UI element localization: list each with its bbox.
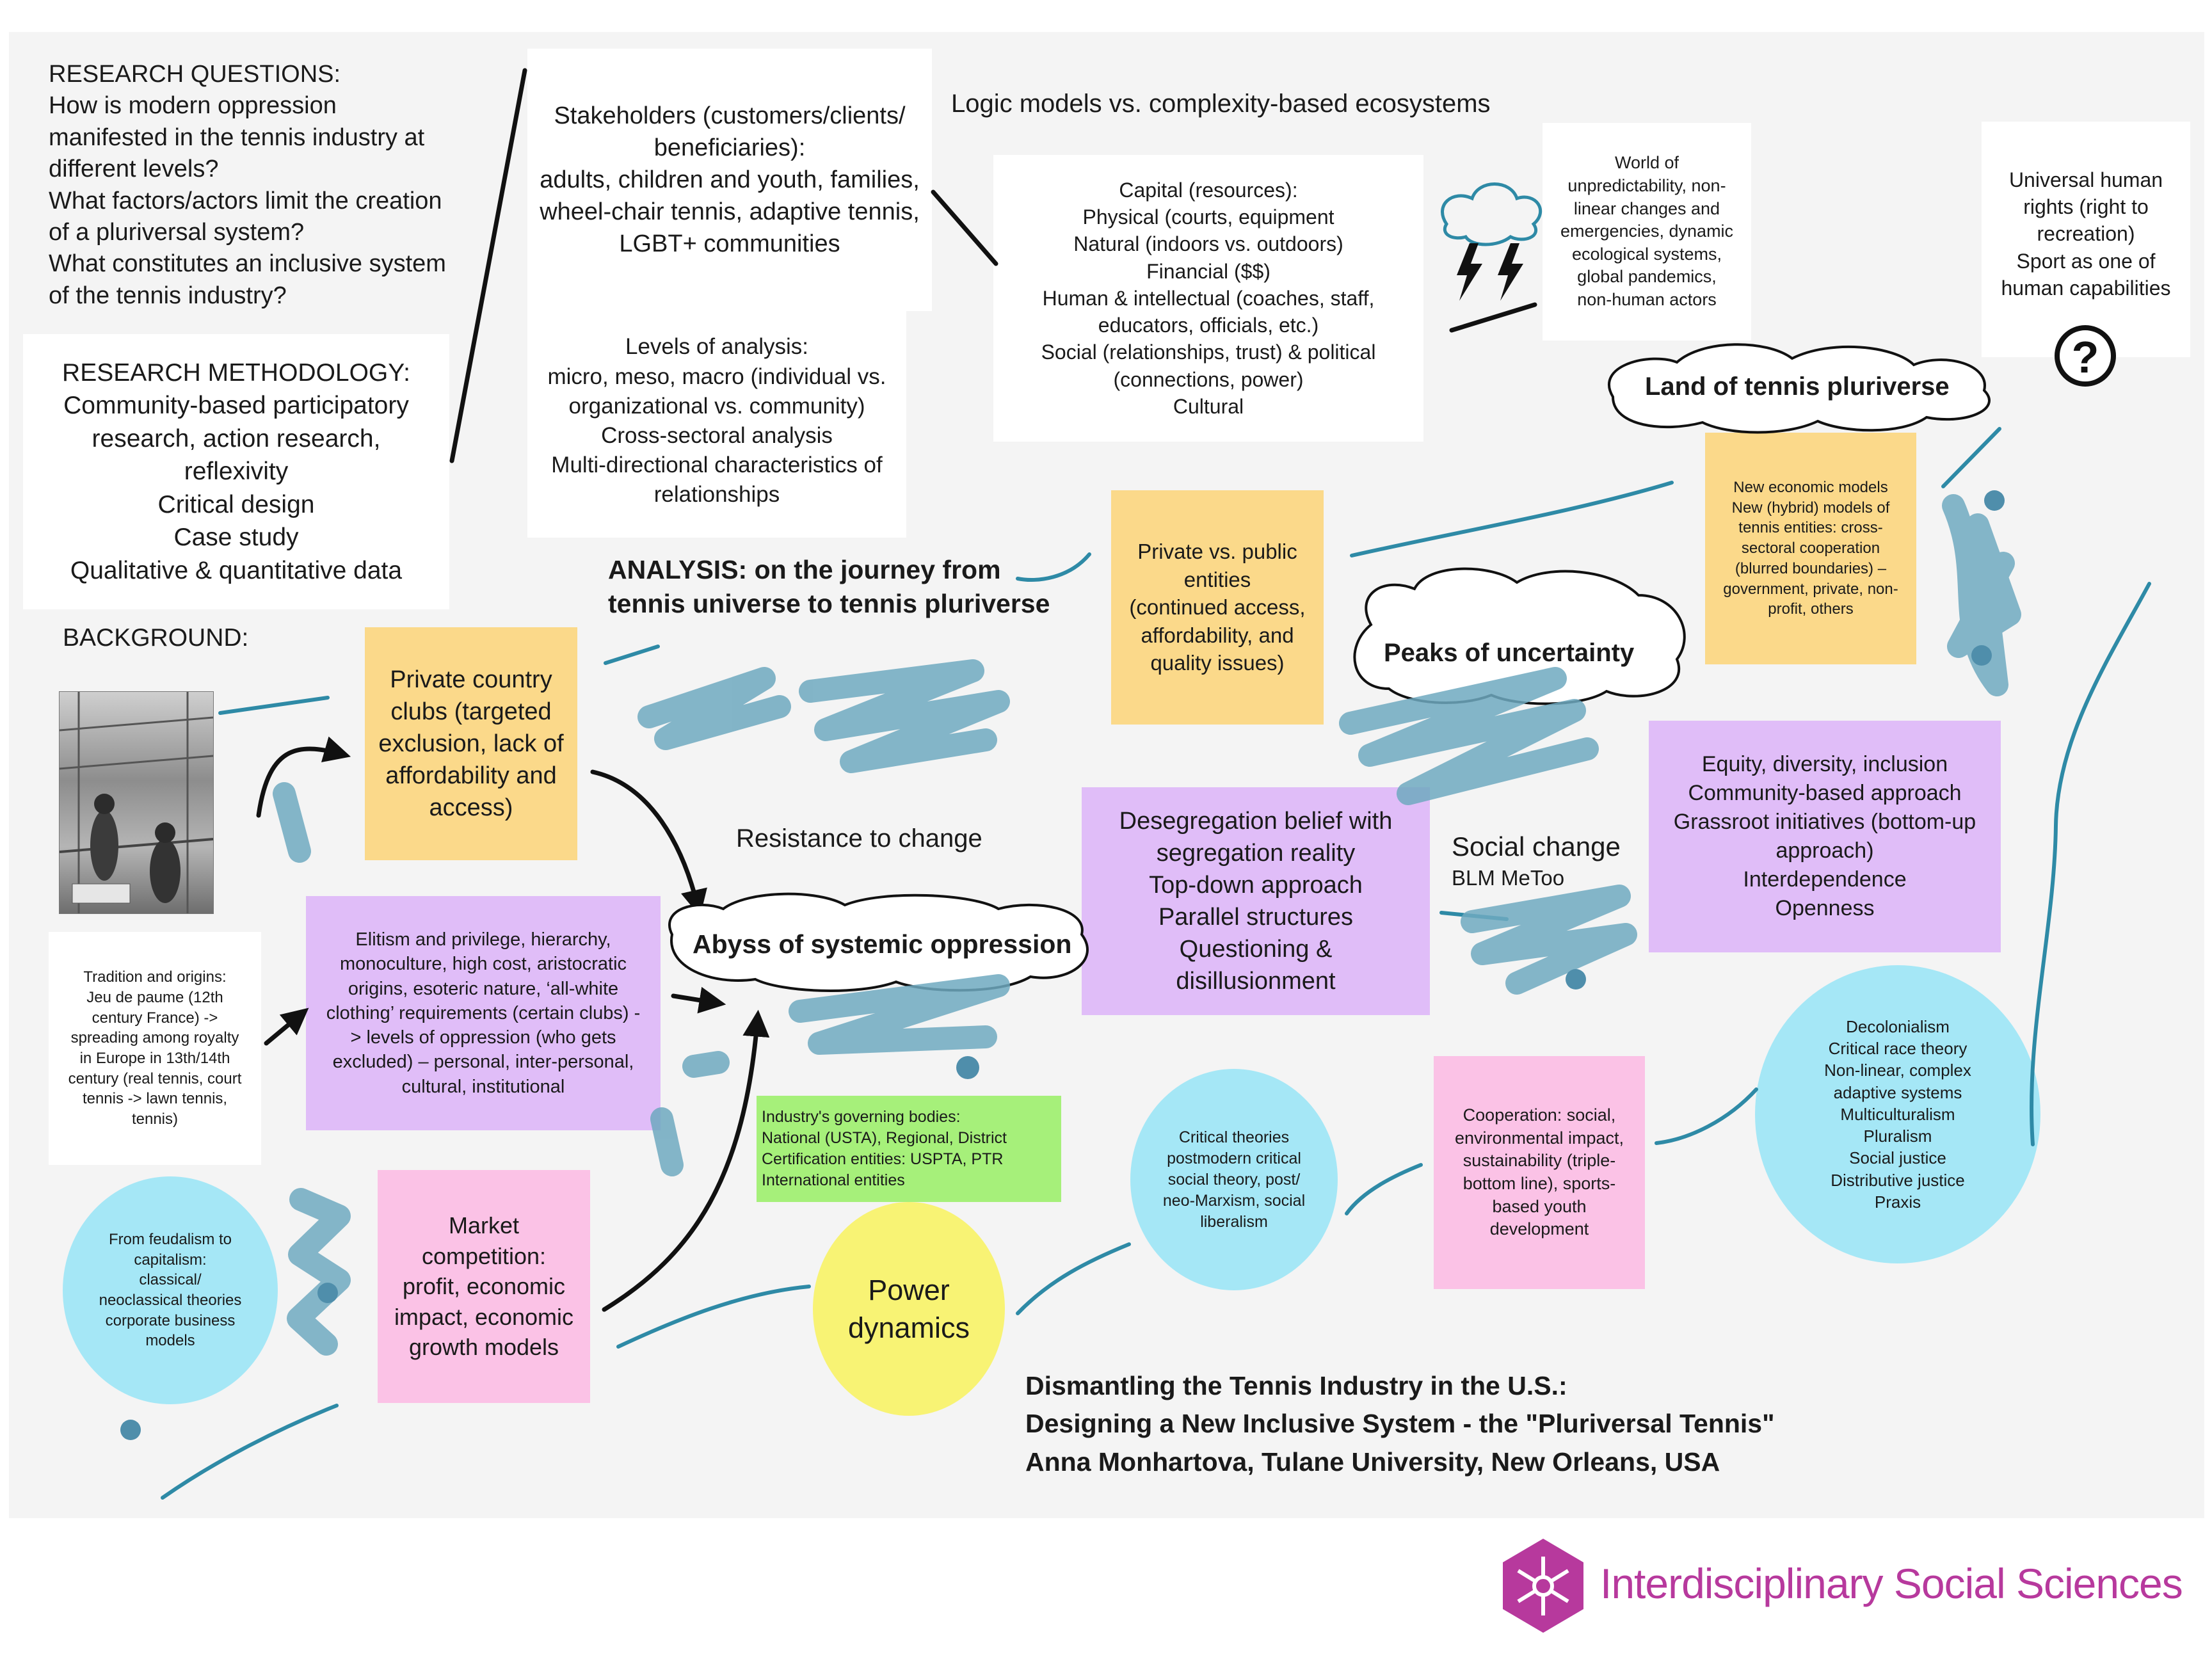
cooperation-note: Cooperation: social, environmental impac…: [1434, 1056, 1645, 1289]
private-clubs-note: Private country clubs (targeted exclusio…: [365, 627, 577, 860]
feudalism-circle: From feudalism to capitalism: classical/…: [63, 1176, 278, 1404]
capital-resources-box: Capital (resources): Physical (courts, e…: [993, 155, 1423, 442]
power-dynamics-circle: Power dynamics: [813, 1202, 1005, 1416]
engraving-figures: [59, 692, 214, 913]
stakeholders-box: Stakeholders (customers/clients/ benefic…: [527, 49, 932, 311]
new-economic-models-note: New economic models New (hybrid) models …: [1705, 433, 1916, 664]
tradition-origins-box: Tradition and origins: Jeu de paume (12t…: [49, 932, 261, 1165]
research-methodology-heading: RESEARCH METHODOLOGY:: [62, 358, 410, 387]
research-questions-heading: RESEARCH QUESTIONS:: [49, 61, 341, 88]
critical-theories-circle: Critical theories postmodern critical so…: [1130, 1069, 1338, 1290]
governing-bodies-note: Industry's governing bodies: National (U…: [757, 1096, 1061, 1202]
logic-models-title: Logic models vs. complexity-based ecosys…: [951, 90, 1491, 118]
research-questions: RESEARCH QUESTIONS: How is modern oppres…: [49, 59, 471, 312]
poster-title-block: Dismantling the Tennis Industry in the U…: [1025, 1371, 1775, 1477]
human-rights-box: Universal human rights (right to recreat…: [1982, 122, 2190, 357]
market-competition-note: Market competition: profit, economic imp…: [378, 1170, 590, 1403]
decolonialism-circle: Decolonialism Critical race theory Non-l…: [1755, 965, 2040, 1263]
resistance-label: Resistance to change: [736, 824, 982, 853]
land-pluriverse-label: Land of tennis pluriverse: [1645, 373, 1950, 401]
world-unpredictability-box: World of unpredictability, non- linear c…: [1543, 123, 1751, 341]
private-public-note: Private vs. public entities (continued a…: [1111, 490, 1324, 725]
footer-brand-text: Interdisciplinary Social Sciences: [1600, 1560, 2183, 1607]
background-label: BACKGROUND:: [63, 624, 249, 652]
abyss-oppression-label: Abyss of systemic oppression: [693, 929, 1072, 959]
elitism-note: Elitism and privilege, hierarchy, monocu…: [306, 896, 661, 1130]
equity-note: Equity, diversity, inclusion Community-b…: [1649, 721, 2001, 952]
analysis-heading: ANALYSIS: on the journey from tennis uni…: [608, 555, 1050, 619]
levels-of-analysis-box: Levels of analysis: micro, meso, macro (…: [527, 305, 906, 538]
peaks-uncertainty-label: Peaks of uncertainty: [1384, 639, 1635, 667]
historic-tennis-engraving: [59, 691, 214, 914]
research-methodology-box: RESEARCH METHODOLOGY: Community-based pa…: [23, 334, 449, 609]
desegregation-note: Desegregation belief with segregation re…: [1082, 787, 1430, 1015]
social-change-label: Social change BLM MeToo: [1452, 831, 1621, 890]
interdisciplinary-logo-icon: [1503, 1539, 1583, 1633]
